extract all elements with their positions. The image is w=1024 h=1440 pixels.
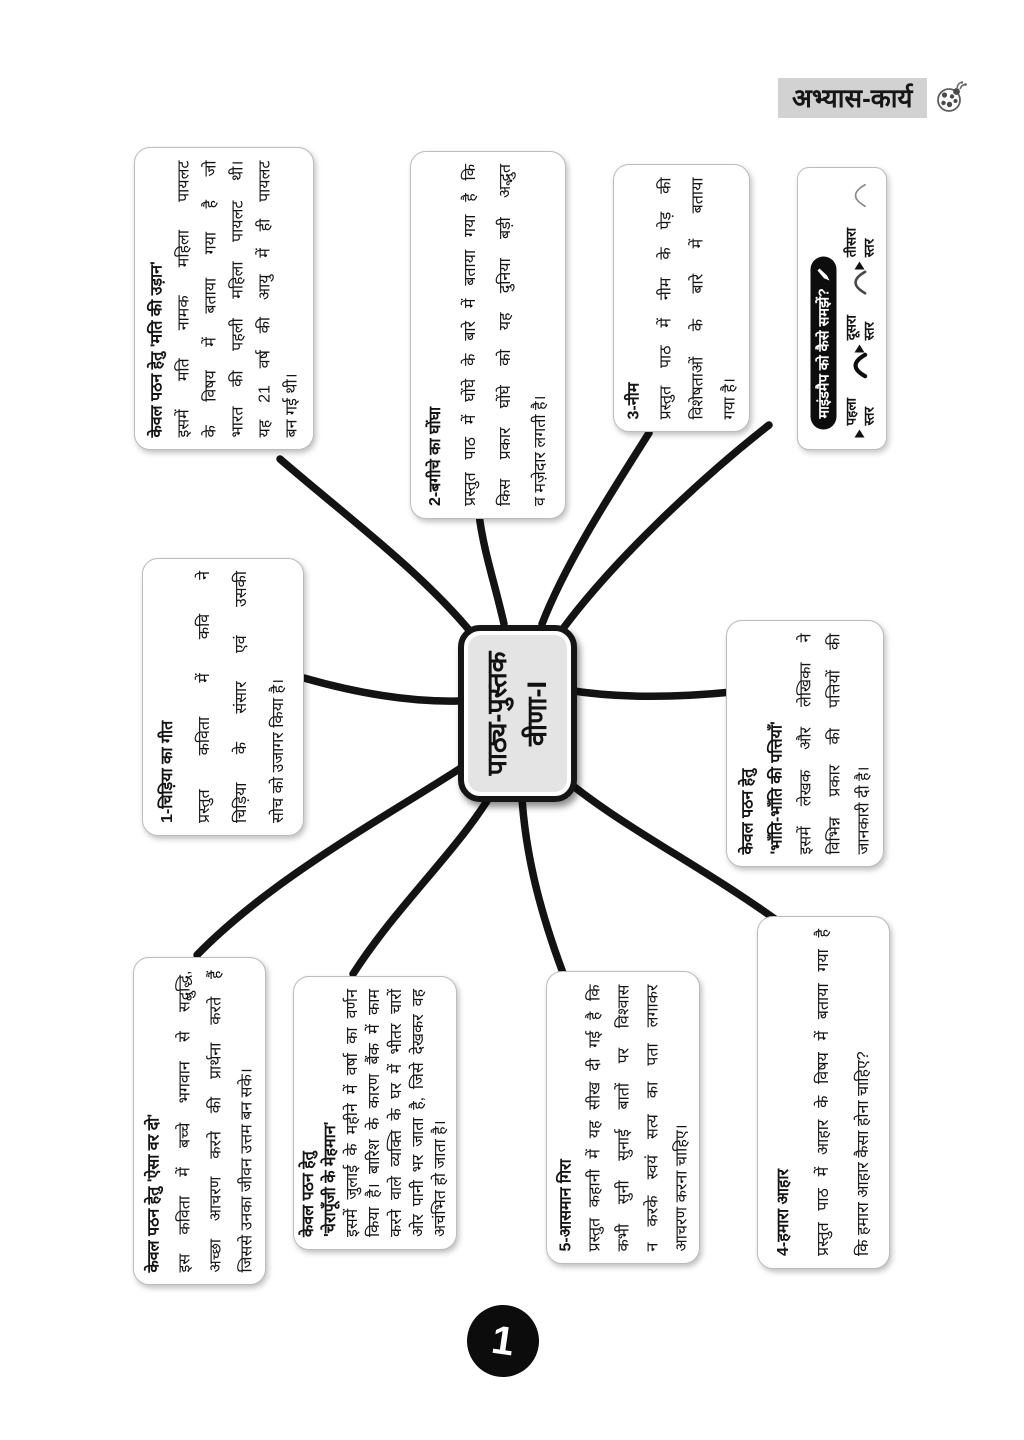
legend-level-label: पहला स्तर	[842, 397, 876, 426]
connector-bhanti-bhanti-ki-pattiyan	[563, 686, 736, 700]
node-line: चिड़िया के संसार एवं उसकी	[233, 571, 250, 823]
node-aisa-var-do: केवल पठन हेतु 'ऐसा वर दो' इस कविता में ब…	[133, 957, 266, 1285]
node-line: प्रस्तुत कविता में कवि ने	[196, 571, 213, 823]
header-title: अभ्यास-कार्य	[778, 78, 927, 118]
node-line: किया है। बारिश के कारण बैंक में काम	[366, 989, 383, 1237]
legend-title: माइंडमैप को कैसे समझें?	[815, 287, 832, 418]
connector-extra-top-right	[558, 421, 773, 634]
node-line: केवल पठन हेतु	[300, 1151, 317, 1237]
node-line: इसमें मति नामक महिला पायलट	[175, 160, 192, 437]
node-line: 'भाँति-भाँति की पत्तियाँ'	[767, 720, 785, 854]
node-line: प्रस्तुत कहानी में यह सीख दी गई है कि	[585, 984, 603, 1251]
node-line: कभी सुनी सुनाई बातों पर विश्वास	[614, 984, 632, 1251]
node-line: इसमें जुलाई के महीने में वर्षा का वर्णन	[344, 989, 361, 1237]
node-line: के विषय में बताया गया है जो	[202, 160, 219, 437]
legend-level-label: दूसरा स्तर	[842, 314, 876, 340]
node-line: बन गई थी।	[283, 372, 300, 437]
legend-level-2: दूसरा स्तर	[841, 269, 877, 352]
node-line: अचंभित हो जाता है।	[432, 1120, 449, 1237]
connector-aasman-gira	[517, 775, 567, 977]
node-line: 1-चिड़िया का गीत	[159, 720, 176, 823]
node-line: 5-आसमान गिरा	[556, 1158, 574, 1251]
node-line: भारत की पहली महिला पायलट थी।	[229, 160, 246, 437]
node-chidiya-ka-geet: 1-चिड़िया का गीत प्रस्तुत कविता में कवि …	[142, 558, 304, 836]
ladybug-icon	[936, 81, 967, 112]
node-line: 3-नीम	[624, 382, 642, 419]
node-line: विभिन्न प्रकार की पत्तियों की	[825, 633, 843, 854]
triangle-bullet-icon	[853, 343, 864, 352]
legend-level-3: तीसरा स्तर	[841, 182, 877, 269]
level3-arc-icon	[854, 183, 866, 207]
node-line: केवल पठन हेतु	[738, 768, 756, 854]
page-header: अभ्यास-कार्य	[778, 78, 969, 118]
node-line: जिससे उनका जीवन उत्तम बन सके।	[237, 1067, 255, 1272]
node-bagiche-ka-ghongha: 2-बगीचे का घोंघा प्रस्तुत पाठ में घोंघे …	[410, 151, 566, 519]
node-line: विशेषताओं के बारे में बताया	[688, 177, 706, 419]
connector-neem	[538, 429, 653, 628]
triangle-bullet-icon	[853, 429, 864, 437]
node-hamara-aahar: 4-हमारा आहार प्रस्तुत पाठ में आहार के वि…	[757, 916, 890, 1269]
node-line: न करके स्वयं सत्य का पता लगाकर	[643, 984, 661, 1251]
center-node-fill	[468, 635, 567, 792]
connector-cherapunji-ke-mehman	[349, 773, 505, 978]
node-line: करने वाले व्यक्ति के घर में भीतर चारों	[388, 989, 405, 1237]
node-line: जानकारी दी है।	[854, 765, 872, 854]
node-line: इस कविता में बच्चे भगवान से सद्बुद्धि,	[175, 970, 193, 1272]
center-title-line2: वीणा-I	[521, 681, 552, 747]
node-bhanti-bhanti-ki-pattiyan: केवल पठन हेतु 'भाँति-भाँति की पत्तियाँ' …	[726, 620, 884, 867]
center-node: पाठ्य-पुस्तक वीणा-I	[458, 625, 577, 802]
node-mati-ki-udaan: केवल पठन हेतु 'मति की उड़ान' इसमें मति न…	[134, 147, 314, 450]
node-line: कि हमारा आहार कैसा होना चाहिए?	[854, 1051, 872, 1256]
level1-arc-icon	[853, 352, 867, 378]
node-line: केवल पठन हेतु 'ऐसा वर दो'	[144, 1113, 162, 1272]
node-neem: 3-नीम प्रस्तुत पाठ में नीम के पेड़ की वि…	[613, 164, 750, 432]
node-cherapunji-ke-mehman: केवल पठन हेतु 'चेरापूँजी के मेहमान' इसमे…	[293, 976, 457, 1250]
connector-hamara-aahar	[551, 767, 779, 923]
writing-pen-icon	[816, 267, 829, 280]
node-line: ओर पानी भर जाता है, जिसे देखकर वह	[410, 989, 427, 1237]
connector-aisa-var-do	[193, 762, 468, 959]
legend-levels: पहला स्तर दूसरा स्तर तीसरा स्तर	[841, 172, 879, 445]
node-line: व मज़ेदार लगती है।	[532, 395, 549, 506]
node-line: प्रस्तुत पाठ में आहार के विषय में बताया …	[814, 929, 832, 1256]
node-line: 2-बगीचे का घोंघा	[427, 406, 444, 506]
node-line: इसमें लेखक और लेखिका ने	[796, 633, 814, 854]
level2-arc-icon	[853, 269, 866, 294]
node-line: 4-हमारा आहार	[774, 1168, 792, 1256]
legend-level-1: पहला स्तर	[841, 352, 877, 437]
node-line: सोच को उजागर किया है।	[270, 678, 287, 823]
node-line: प्रस्तुत पाठ में घोंघे के बारे में बताया…	[462, 164, 479, 506]
connector-chidiya-ka-geet	[300, 674, 462, 705]
node-line: केवल पठन हेतु 'मति की उड़ान'	[148, 260, 165, 437]
page-number: 1	[488, 1317, 518, 1364]
node-line: 'चेरापूँजी के मेहमान'	[322, 1121, 339, 1237]
node-line: प्रस्तुत पाठ में नीम के पेड़ की	[656, 177, 674, 419]
triangle-bullet-icon	[853, 260, 864, 269]
node-line: यह 21 वर्ष की आयु में ही पायलट	[256, 160, 273, 437]
center-title-line1: पाठ्य-पुस्तक	[482, 651, 513, 776]
node-aasman-gira: 5-आसमान गिरा प्रस्तुत कहानी में यह सीख द…	[546, 971, 700, 1264]
legend-level-label: तीसरा स्तर	[842, 227, 876, 257]
node-line: किस प्रकार घोंघे को यह दुनिया बड़ी अद्भु…	[497, 164, 514, 506]
node-line: आचरण करना चाहिए।	[672, 1123, 690, 1251]
legend-title-pill: माइंडमैप को कैसे समझें?	[809, 255, 836, 429]
node-line: गया है।	[720, 377, 738, 419]
legend: माइंडमैप को कैसे समझें? पहला स्तर दूसरा …	[797, 167, 887, 450]
connector-bagiche-ka-ghongha	[475, 510, 508, 628]
connector-mati-ki-udaan	[276, 455, 478, 640]
node-line: अच्छा आचरण करने की प्रार्थना करते हैं	[206, 970, 224, 1272]
